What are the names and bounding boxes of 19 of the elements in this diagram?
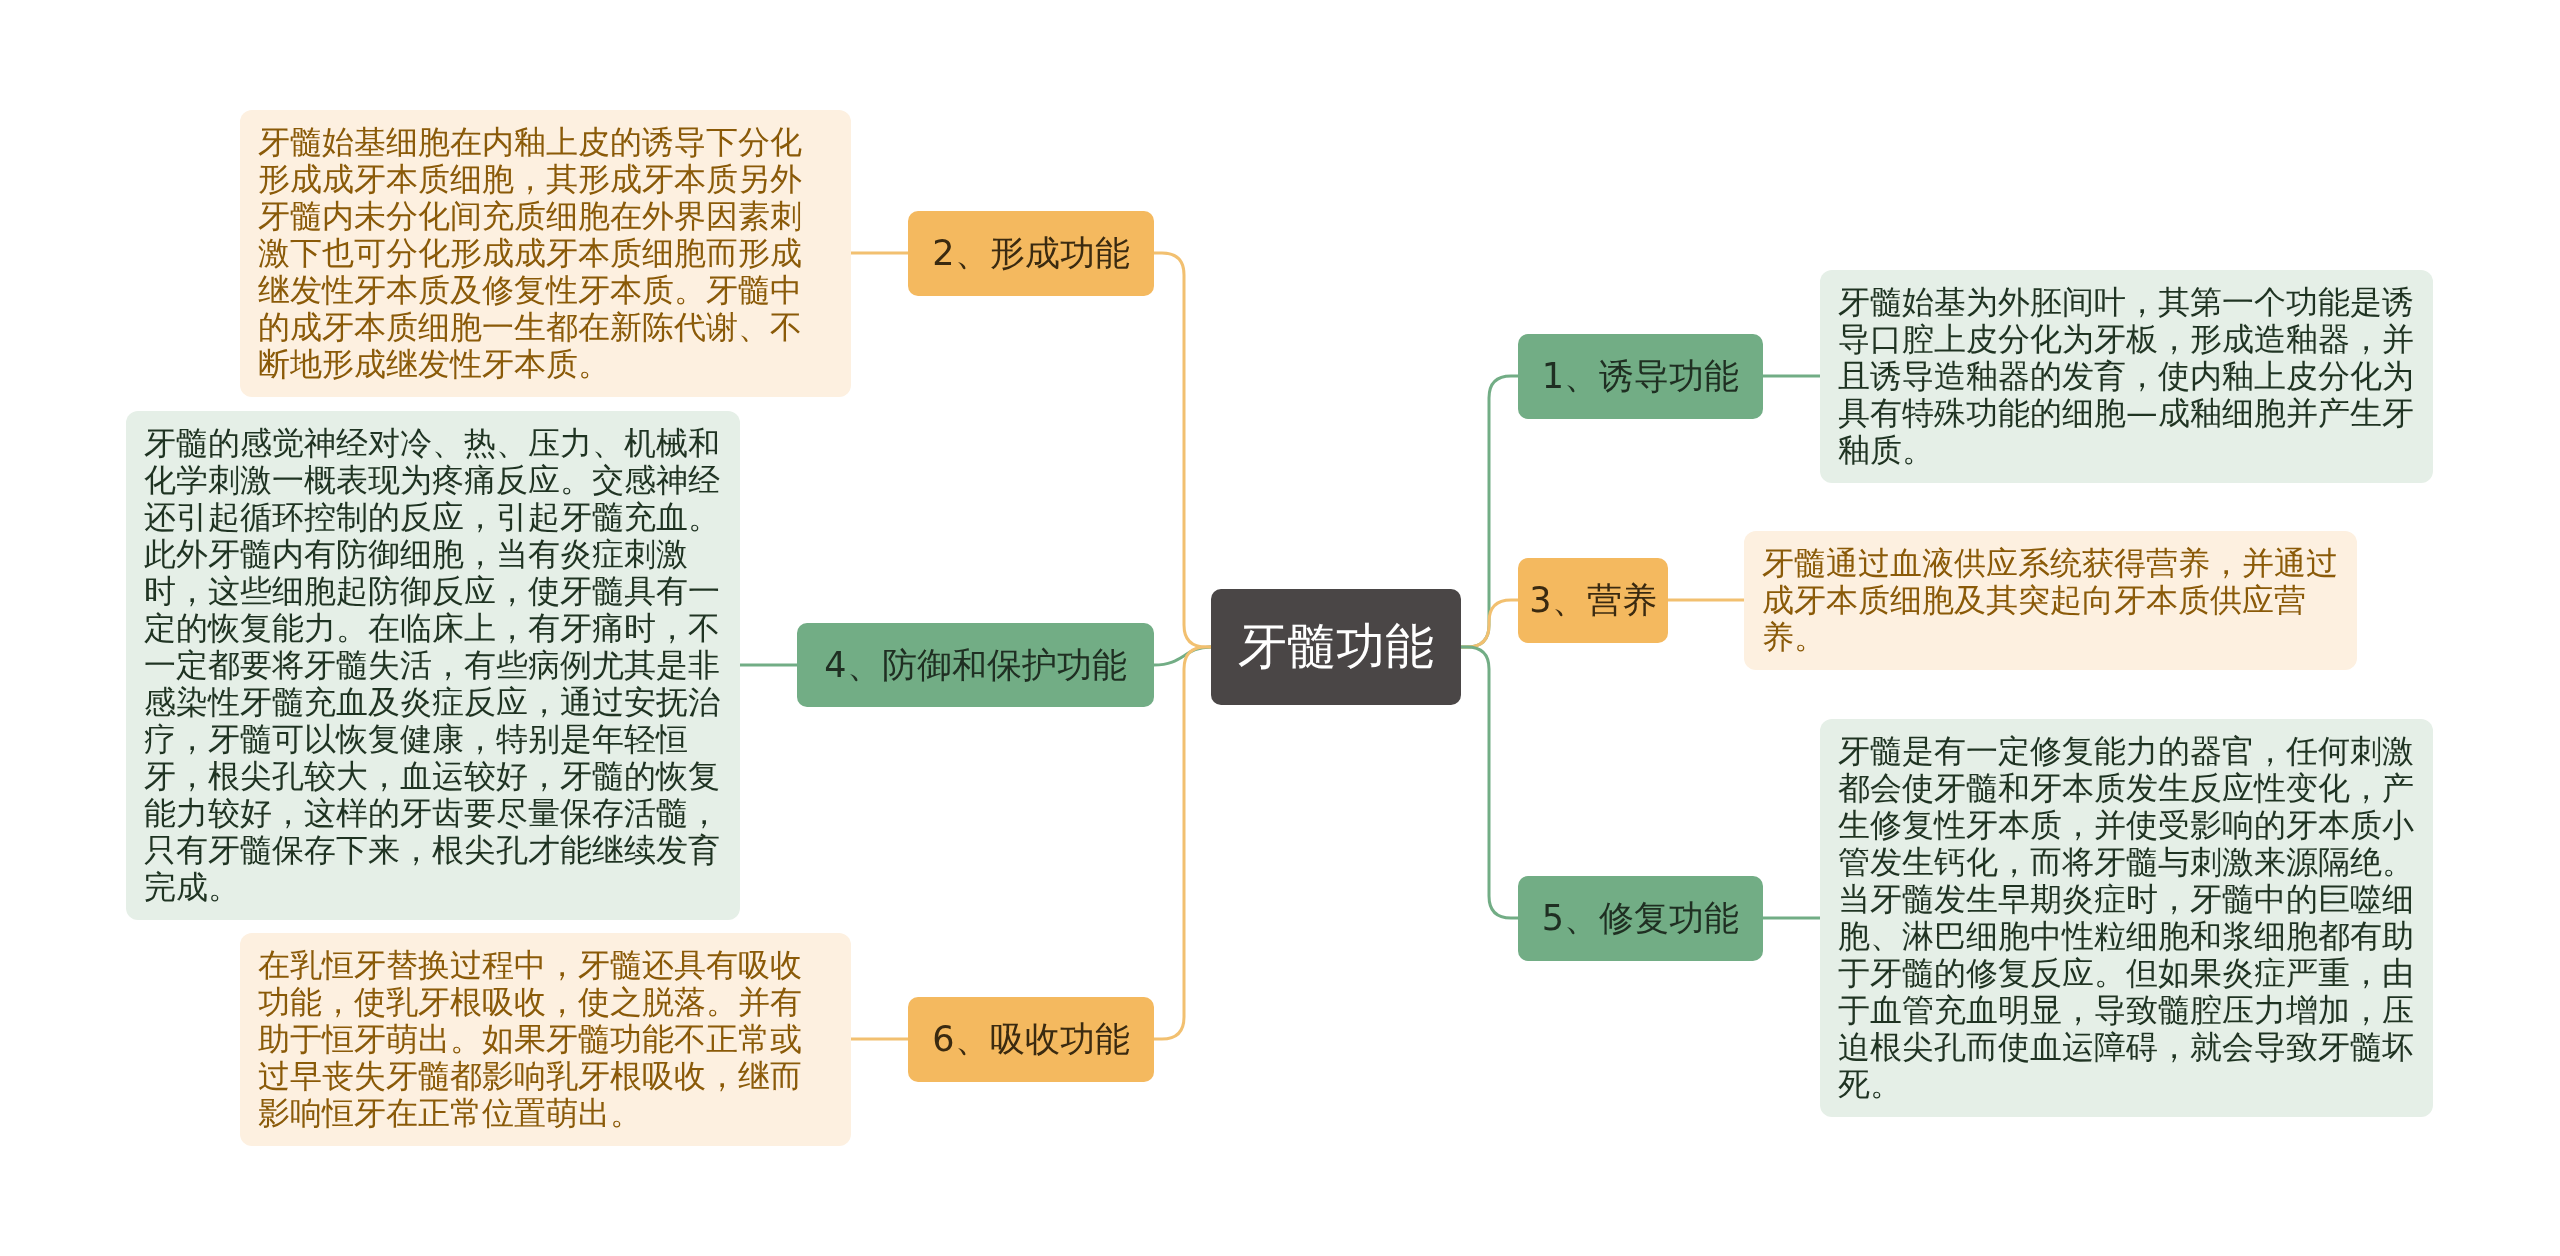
branch-box: 6、吸收功能 <box>908 996 1154 1082</box>
branch-box: 2、形成功能 <box>908 210 1154 296</box>
connector-line <box>851 251 908 255</box>
connector-line <box>1668 598 1744 602</box>
branch-box: 4、防御和保护功能 <box>797 623 1154 707</box>
text-card: 在乳恒牙替换过程中，牙髓还具有吸收功能，使乳牙根吸收，使之脱落。并有助于恒牙萌出。如果牙髓功能不正常或过早丧失牙髓都影响乳牙根吸收，继而影响恒牙在正常位置萌出。 <box>240 932 851 1146</box>
central-topic-box: 牙髓功能 <box>1211 589 1461 705</box>
branch-box: 5、修复功能 <box>1518 875 1763 961</box>
text-card: 牙髓是有一定修复能力的器官，任何刺激都会使牙髓和牙本质发生反应性变化，产生修复性牙本质，并使受影响的牙本质小管发生钙化，而将牙髓与刺激来源隔绝。当牙髓发生早期炎症时，牙髓中的巨噬细胞、淋巴细胞中性粒细胞和浆细胞都有助于牙髓的修复反应。但如果炎症严重，由于血管充血明显，导致髓腔压力增加，压迫根尖孔而使血运障碍，就会导致牙髓坏死。 <box>1820 719 2433 1117</box>
connector-line <box>851 1037 908 1041</box>
text-card: 牙髓始基为外胚间叶，其第一个功能是诱导口腔上皮分化为牙板，形成造釉器，并且诱导造釉器的发育，使内釉上皮分化为具有特殊功能的细胞—成釉细胞并产生牙釉质。 <box>1820 269 2433 483</box>
branch-box: 1、诱导功能 <box>1518 333 1763 419</box>
text-card: 牙髓始基细胞在内釉上皮的诱导下分化形成成牙本质细胞，其形成牙本质另外牙髓内未分化间充质细胞在外界因素刺激下也可分化形成成牙本质细胞而形成继发性牙本质及修复性牙本质。牙髓中的成牙本质细胞一生都在新陈代谢、不断地形成继发性牙本质。 <box>240 109 851 397</box>
text-card: 牙髓的感觉神经对冷、热、压力、机械和化学刺激一概表现为疼痛反应。交感神经还引起循环控制的反应，引起牙髓充血。此外牙髓内有防御细胞，当有炎症刺激时，这些细胞起防御反应，使牙髓具有一定的恢复能力。在临床上，有牙痛时，不一定都要将牙髓失活，有些病例尤其是非感染性牙髓充血及炎症反应，通过安抚治疗，牙髓可以恢复健康，特别是年轻恒牙，根尖孔较大，血运较好，牙髓的恢复能力较好，这样的牙齿要尽量保存活髓，只有牙髓保存下来，根尖孔才能继续发育完成。 <box>126 410 740 920</box>
connector-line <box>1763 916 1820 920</box>
text-card: 牙髓通过血液供应系统获得营养，并通过成牙本质细胞及其突起向牙本质供应营养。 <box>1744 530 2357 670</box>
branch-box: 3、营养 <box>1518 557 1668 643</box>
connector-line <box>740 663 797 667</box>
connector-line <box>1763 374 1820 378</box>
